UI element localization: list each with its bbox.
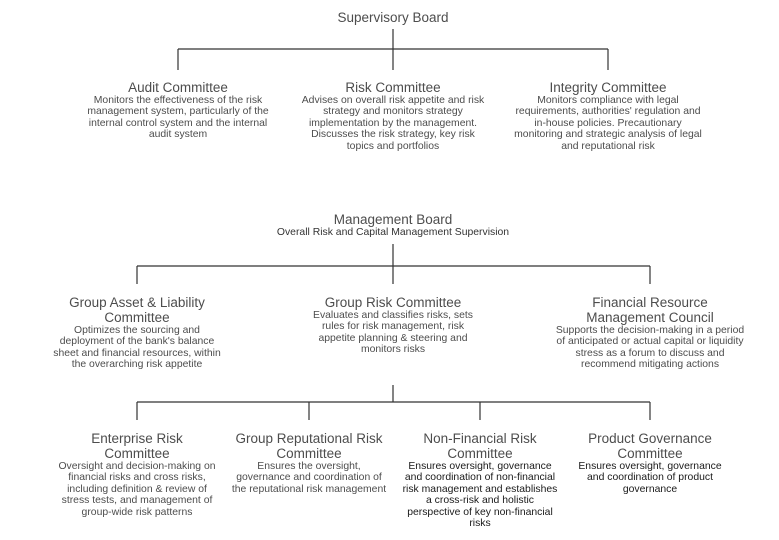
group-risk-committee-description: Evaluates and classifies risks, sets rul… xyxy=(313,310,473,356)
supervisory-board-title: Supervisory Board xyxy=(337,10,449,25)
audit-committee-title: Audit Committee xyxy=(128,80,228,95)
group-alco-title: Group Asset & Liability Committee xyxy=(69,295,205,325)
non-financial-risk-committee-description: Ensures oversight, governance and coordi… xyxy=(402,461,558,530)
management-board-title: Management Board xyxy=(333,212,453,227)
enterprise-risk-committee-title: Enterprise Risk Committee xyxy=(91,431,183,461)
non-financial-risk-committee-title: Non-Financial Risk Committee xyxy=(423,431,537,461)
supervisory-board-node: Supervisory Board xyxy=(293,10,493,25)
integrity-committee-description: Monitors compliance with legal requireme… xyxy=(514,95,702,152)
management-board-subtitle: Overall Risk and Capital Management Supe… xyxy=(276,227,510,238)
product-governance-committee-node: Product Governance Committee Ensures ove… xyxy=(570,431,730,495)
risk-committee-title: Risk Committee xyxy=(345,80,441,95)
product-governance-committee-title: Product Governance Committee xyxy=(588,431,712,461)
frmc-node: Financial Resource Management Council Su… xyxy=(555,295,745,371)
non-financial-risk-committee-node: Non-Financial Risk Committee Ensures ove… xyxy=(400,431,560,529)
product-governance-committee-description: Ensures oversight, governance and coordi… xyxy=(578,461,722,495)
enterprise-risk-committee-node: Enterprise Risk Committee Oversight and … xyxy=(57,431,217,518)
reputational-risk-committee-node: Group Reputational Risk Committee Ensure… xyxy=(229,431,389,495)
audit-committee-description: Monitors the effectiveness of the risk m… xyxy=(87,95,269,141)
group-alco-node: Group Asset & Liability Committee Optimi… xyxy=(52,295,222,371)
audit-committee-node: Audit Committee Monitors the effectivene… xyxy=(83,80,273,141)
reputational-risk-committee-title: Group Reputational Risk Committee xyxy=(235,431,383,461)
frmc-description: Supports the decision-making in a period… xyxy=(555,325,745,371)
management-board-node: Management Board Overall Risk and Capita… xyxy=(243,212,543,239)
frmc-title: Financial Resource Management Council xyxy=(586,295,714,325)
group-risk-committee-title: Group Risk Committee xyxy=(324,295,462,310)
integrity-committee-title: Integrity Committee xyxy=(549,80,667,95)
enterprise-risk-committee-description: Oversight and decision-making on financi… xyxy=(58,461,216,518)
risk-committee-description: Advises on overall risk appetite and ris… xyxy=(301,95,485,152)
integrity-committee-node: Integrity Committee Monitors compliance … xyxy=(510,80,706,152)
group-risk-committee-node: Group Risk Committee Evaluates and class… xyxy=(303,295,483,356)
group-alco-description: Optimizes the sourcing and deployment of… xyxy=(53,325,221,371)
reputational-risk-committee-description: Ensures the oversight, governance and co… xyxy=(231,461,387,495)
risk-committee-node: Risk Committee Advises on overall risk a… xyxy=(300,80,486,152)
